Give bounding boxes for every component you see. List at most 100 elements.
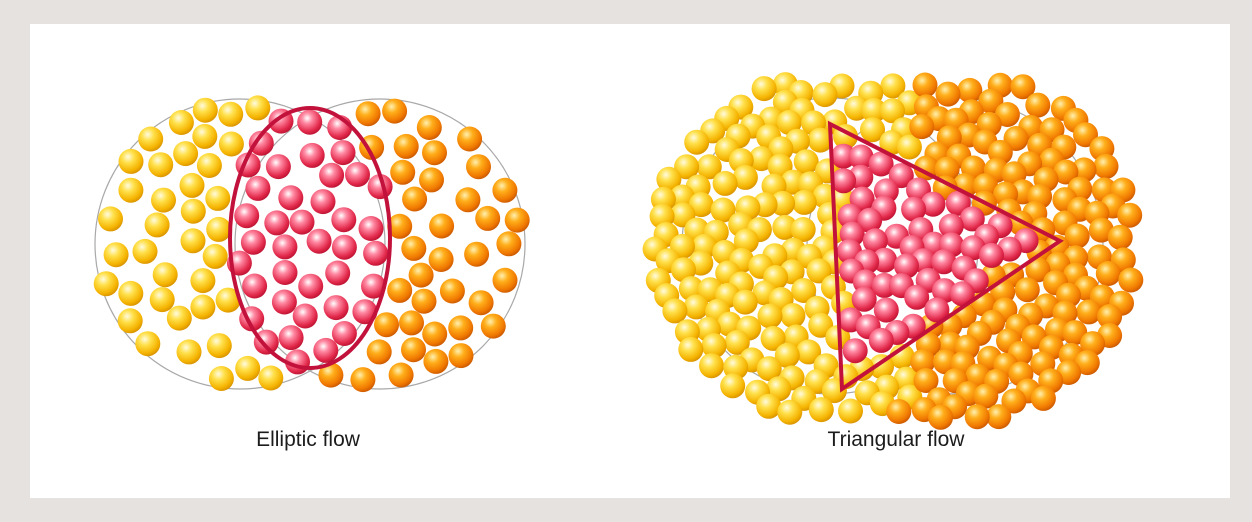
left-nucleus-particle (701, 333, 727, 359)
overlap-particle (292, 303, 318, 329)
elliptic-flow-caption: Elliptic flow (256, 428, 360, 451)
right-nucleus-particle (374, 312, 399, 338)
overlap-particle (298, 273, 324, 299)
overlap-particle (924, 297, 950, 323)
right-nucleus-particle (909, 114, 935, 140)
right-nucleus-particle (455, 187, 481, 213)
left-nucleus-particle (196, 153, 222, 178)
overlap-particle (330, 140, 356, 166)
right-nucleus-particle (1076, 299, 1102, 325)
right-nucleus-particle (401, 235, 427, 261)
overlap-particle (245, 175, 271, 201)
right-nucleus-outline (234, 98, 526, 390)
right-nucleus-particle (1095, 261, 1121, 286)
overlap-particle-group (831, 143, 1039, 364)
right-nucleus-particle (402, 186, 428, 212)
right-nucleus-particle (408, 262, 434, 288)
right-nucleus-particle (912, 72, 938, 98)
left-nucleus-particle (235, 355, 261, 381)
left-nucleus-particle (135, 331, 161, 357)
left-nucleus-particle (712, 170, 738, 196)
left-nucleus-particle (218, 101, 244, 127)
left-nucleus-particle (151, 187, 176, 213)
right-nucleus-particle (1064, 223, 1090, 249)
diagram-card: Elliptic flow Triangular flow (30, 24, 1230, 498)
right-nucleus-particle (411, 288, 437, 314)
left-nucleus-particle (748, 146, 774, 172)
overlap-particle (313, 337, 339, 363)
right-nucleus-particle (913, 368, 939, 393)
left-nucleus-particle (118, 148, 144, 174)
right-nucleus-particle (366, 339, 392, 365)
right-nucleus-particle (387, 213, 413, 239)
right-nucleus-particle (1001, 388, 1027, 414)
left-nucleus-particle (699, 353, 724, 379)
overlap-particle (234, 203, 260, 229)
overlap-particle (904, 284, 930, 310)
overlap-triangle-outline (827, 120, 1064, 393)
left-nucleus-particle (768, 136, 794, 162)
right-nucleus-particle (475, 205, 501, 231)
overlap-particle (949, 281, 975, 307)
left-nucleus-particle (138, 126, 164, 152)
left-nucleus-particle (152, 262, 178, 288)
overlap-particle (901, 196, 927, 222)
overlap-particle (938, 213, 964, 239)
overlap-particle (363, 240, 389, 266)
right-nucleus-particle (429, 213, 455, 239)
left-nucleus-particle (176, 339, 202, 365)
left-nucleus-particle (192, 123, 218, 149)
overlap-particle (873, 297, 899, 323)
right-nucleus-particle (492, 177, 518, 203)
left-nucleus-particle (208, 366, 234, 391)
overlap-particle (253, 329, 279, 355)
right-nucleus-particle (416, 115, 442, 140)
overlap-particle (862, 228, 888, 254)
right-nucleus-particle (393, 133, 419, 159)
right-nucleus-particle (419, 167, 444, 193)
left-nucleus-particle (860, 117, 885, 143)
left-nucleus-particle (149, 287, 175, 313)
right-nucleus-particle (492, 267, 518, 293)
left-nucleus-particle (669, 184, 695, 210)
left-nucleus-particle (791, 189, 817, 215)
right-nucleus-particle (935, 81, 961, 107)
overlap-particle (361, 273, 386, 299)
left-nucleus-particle (202, 243, 228, 269)
overlap-particle (323, 295, 349, 321)
overlap-particle (831, 143, 856, 169)
right-nucleus-particle (422, 140, 447, 166)
right-nucleus-particle (466, 154, 491, 180)
right-nucleus-particle (480, 313, 506, 339)
right-nucleus-particle-group (318, 98, 530, 393)
right-nucleus-particle (986, 404, 1012, 430)
left-nucleus-particle (180, 198, 206, 224)
right-nucleus-particle (468, 290, 494, 316)
overlap-particle (264, 210, 290, 236)
overlap-particle (331, 234, 357, 260)
left-nucleus-particle (807, 127, 833, 153)
left-nucleus-particle (206, 333, 232, 359)
right-nucleus-particle (934, 156, 960, 182)
right-nucleus-particle (886, 399, 912, 424)
right-nucleus-particle (388, 362, 414, 388)
left-nucleus-particle (179, 172, 205, 198)
left-nucleus-particle (733, 228, 759, 254)
overlap-particle (894, 253, 919, 279)
left-nucleus-particle (720, 373, 746, 399)
left-nucleus-particle (806, 258, 832, 284)
left-nucleus-particle (148, 152, 174, 178)
overlap-particle (868, 327, 894, 353)
left-nucleus-particle (117, 308, 143, 334)
right-nucleus-particle (1071, 157, 1097, 183)
right-nucleus-particle (1074, 350, 1100, 376)
right-nucleus-particle (350, 367, 376, 393)
overlap-particle (857, 207, 883, 233)
overlap-ellipse-outline (228, 106, 392, 370)
overlap-particle (242, 273, 268, 299)
right-nucleus-particle (1073, 122, 1098, 148)
left-nucleus-particle (880, 98, 905, 124)
left-nucleus-particle (190, 294, 216, 320)
left-nucleus-particle (790, 217, 816, 242)
left-nucleus-particle (144, 212, 170, 238)
